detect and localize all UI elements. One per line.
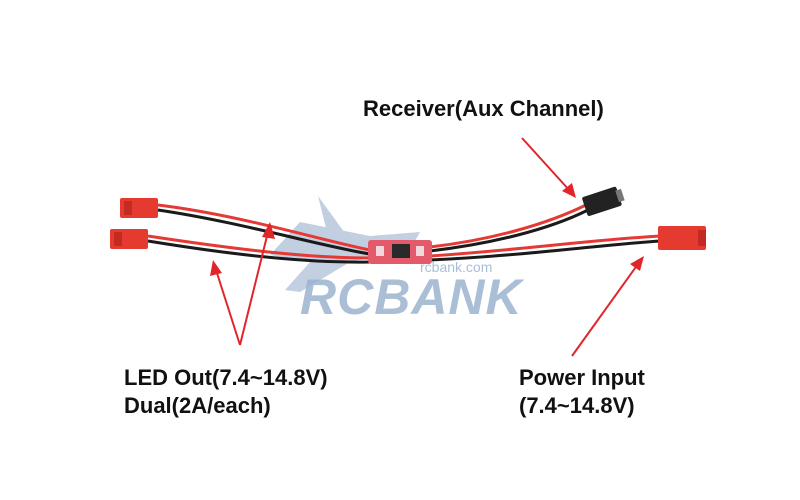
led-wire-1-black: [157, 208, 371, 256]
power-arrow: [571, 256, 644, 357]
power-connector: [658, 226, 706, 250]
receiver-wire-black: [429, 208, 589, 253]
power-input-label-line1: Power Input: [519, 365, 645, 390]
power-input-label-line2: (7.4~14.8V): [519, 393, 635, 418]
power-wire-black: [429, 239, 661, 262]
receiver-arrow: [521, 137, 576, 198]
led-wire-2-black: [147, 239, 371, 264]
watermark-url: rcbank.com: [420, 259, 493, 275]
circuit-board: [368, 240, 432, 264]
power-wire-red: [429, 234, 661, 258]
led-out-label: LED Out(7.4~14.8V) Dual(2A/each): [124, 364, 328, 420]
led-connector-1: [120, 198, 158, 218]
led-arrow-right: [239, 222, 275, 346]
receiver-wire-red: [429, 203, 587, 249]
led-arrow-left: [210, 260, 241, 346]
power-input-label: Power Input (7.4~14.8V): [519, 364, 645, 420]
watermark-brand: RCBANK: [300, 269, 523, 325]
led-out-label-line2: Dual(2A/each): [124, 393, 271, 418]
led-wire-1-red: [157, 203, 371, 252]
led-wire-2-red: [147, 234, 371, 260]
led-connector-2: [110, 229, 148, 249]
led-out-label-line1: LED Out(7.4~14.8V): [124, 365, 328, 390]
receiver-label: Receiver(Aux Channel): [363, 95, 604, 123]
receiver-label-text: Receiver(Aux Channel): [363, 96, 604, 121]
servo-connector: [582, 186, 625, 216]
